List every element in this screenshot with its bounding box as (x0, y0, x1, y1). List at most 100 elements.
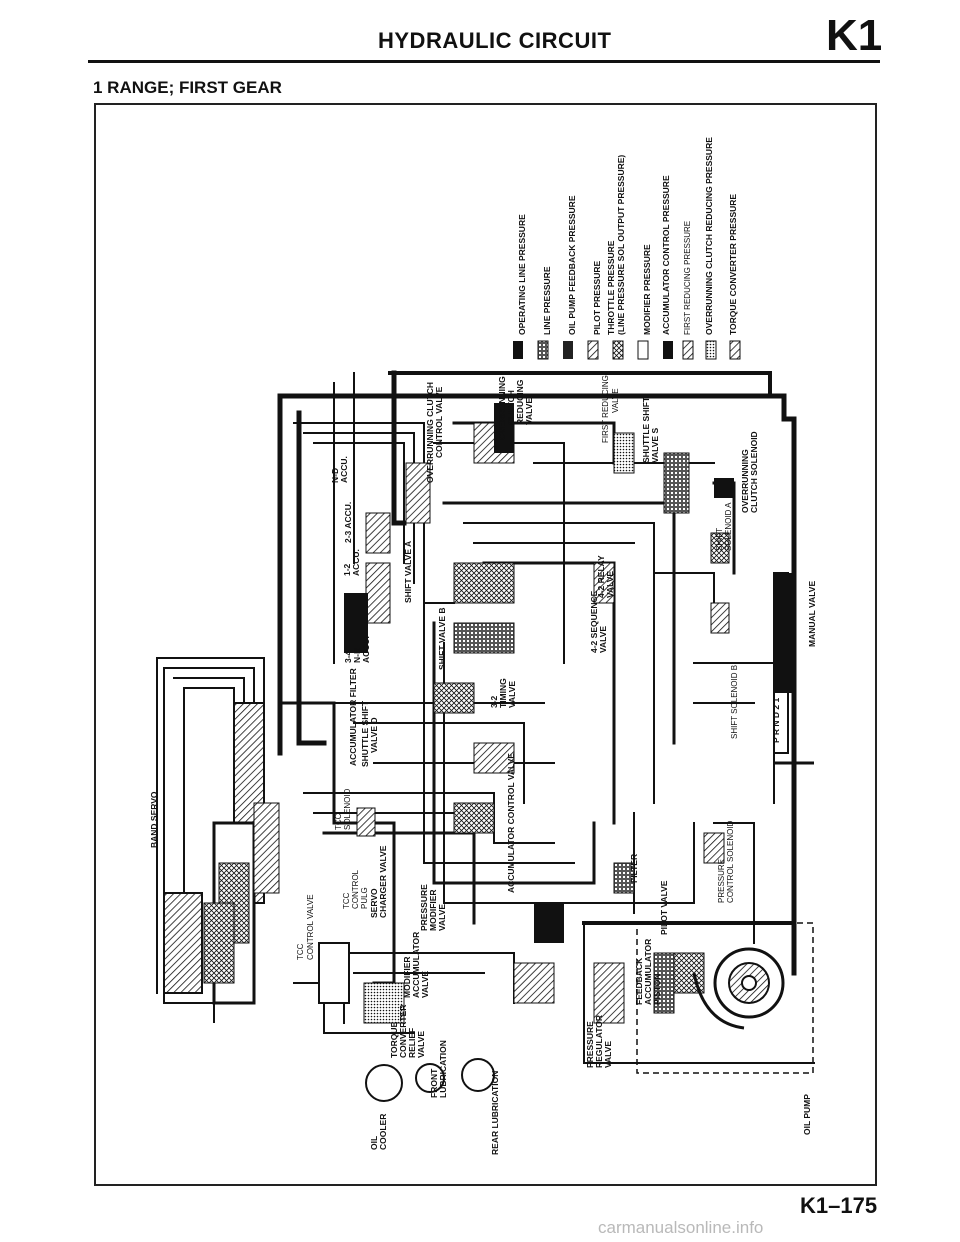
legend-swatch-oil-pump-feedback (563, 341, 573, 359)
label-tcc-control-plug-3: PULG (360, 887, 369, 909)
label-accu-12-2: ACCU. (351, 549, 361, 576)
legend-text-modifier: MODIFIER PRESSURE (642, 244, 652, 335)
label-pressure-regulator-2: REGULATOR (594, 1015, 604, 1068)
label-prnd: P R N D 2 1 (771, 698, 781, 743)
label-modifier-accumulator-2: ACCUMULATOR (411, 932, 421, 998)
legend-swatch-first-reducing (682, 340, 694, 360)
legend-swatch-operating-line (513, 341, 523, 359)
label-pilot-valve: PILOT VALVE (659, 880, 669, 935)
label-oc-control-2: CONTROL VALVE (434, 386, 444, 458)
label-manual-valve: MANUAL VALVE (807, 581, 817, 647)
label-shift-solenoid-a-2: SOLENOID A (724, 502, 733, 551)
label-shift-valve-b: SHIFT VALVE B (437, 608, 447, 671)
label-rear-lubrication: REAR LUBRICATION (490, 1071, 500, 1155)
label-filter: FILTER (629, 854, 639, 883)
legend: OPERATING LINE PRESSURE LINE PRESSURE OI… (513, 137, 741, 360)
legend-text-torque-converter: TORQUE CONVERTER PRESSURE (728, 194, 738, 335)
label-pressure-modifier-2: MODIFIER (428, 889, 438, 931)
label-accumulator-control-valve: ACCUMULATOR CONTROL VALVE (506, 753, 516, 893)
page-number: K1–175 (800, 1193, 878, 1218)
label-accu-34-2: N-R (352, 648, 362, 663)
label-accu-34-1: 3-4 (343, 650, 353, 663)
label-accumulator-filter: ACCUMULATOR FILTER (348, 668, 358, 766)
label-front-lubrication-2: LUBRICATION (438, 1040, 448, 1098)
lubrication-circles (163, 892, 495, 1102)
oil-pump-assembly (636, 922, 814, 1074)
label-oil-cooler-2: COOLER (378, 1114, 388, 1150)
oil-cooler-symbol (365, 1064, 403, 1102)
legend-swatch-modifier (637, 340, 649, 360)
watermark-text: carmanualsonline.info (598, 1218, 764, 1237)
header-rule (88, 60, 880, 63)
label-relay-42-2: VALVE (605, 571, 615, 598)
section-code: K1 (826, 11, 883, 60)
legend-swatch-torque-converter (729, 340, 741, 360)
legend-text-line: LINE PRESSURE (542, 266, 552, 335)
label-tc-relief-3: RELIEF (407, 1028, 417, 1058)
label-oil-pump: OIL PUMP (802, 1094, 812, 1135)
label-tcc-control-plug-1: TCC (342, 892, 351, 909)
torque-converter-body (203, 902, 235, 984)
label-servo-charger-2: CHARGER VALVE (378, 845, 388, 918)
label-front-lubrication-1: FRONT (429, 1068, 439, 1098)
label-oc-solenoid-2: CLUTCH SOLENOID (749, 431, 759, 513)
label-tc-relief-1: TORQUE (389, 1021, 399, 1058)
label-oc-reducing-4: VALVE (524, 398, 534, 425)
legend-text-throttle-note: (LINE PRESSURE SOL OUTPUT PRESSURE) (616, 155, 626, 335)
label-sequence-42-1: 4-2 SEQUENCE (589, 590, 599, 653)
label-tcc-control-valve-1: TCC (296, 943, 305, 960)
label-shift-solenoid-a-1: SHIFT (715, 528, 724, 551)
label-feedback-accumulator-3: PISTON (652, 974, 662, 1006)
label-timing-32-2: TIMING (498, 678, 508, 708)
label-pressure-modifier-3: VALVE (437, 904, 447, 931)
label-tc-relief-2: CONVERTER (398, 1005, 408, 1058)
label-oc-control-1: OVERRUNNING CLUTCH (425, 382, 435, 483)
label-shuttle-shift-d-2: VALVE D (369, 717, 379, 753)
page-header-title: HYDRAULIC CIRCUIT (378, 28, 612, 53)
label-modifier-accumulator-3: VALVE (420, 971, 430, 998)
label-accu-12-1: 1-2 (342, 563, 352, 576)
legend-text-operating-line: OPERATING LINE PRESSURE (517, 214, 527, 335)
legend-text-oil-pump-feedback: OIL PUMP FEEDBACK PRESSURE (567, 195, 577, 335)
label-first-reducing-2: VALVE (611, 388, 620, 413)
legend-swatch-line (537, 340, 549, 360)
band-servo-body (163, 892, 203, 994)
legend-swatch-throttle (612, 340, 624, 360)
legend-swatch-accumulator-control (663, 341, 673, 359)
label-feedback-accumulator-2: ACCUMULATOR (643, 939, 653, 1005)
label-oc-solenoid-1: OVERRUNNING (740, 449, 750, 513)
label-accu-nd-2: ACCU. (339, 456, 349, 483)
label-pressure-control-sol-1: PRESSURE (717, 859, 726, 903)
legend-text-overrunning-clutch-reducing: OVERRUNNING CLUTCH REDUCING PRESSURE (704, 137, 714, 335)
legend-text-pilot: PILOT PRESSURE (592, 261, 602, 335)
label-tcc-control-valve-2: CONTROL VALVE (306, 894, 315, 960)
legend-text-accumulator-control: ACCUMULATOR CONTROL PRESSURE (661, 175, 671, 335)
label-relay-42-1: 4-2 RELAY (596, 555, 606, 598)
label-feedback-accumulator-1: FEEDBACK (634, 957, 644, 1005)
legend-swatch-pilot (587, 340, 599, 360)
label-accu-34-3: ACCU. (361, 636, 371, 663)
legend-text-throttle: THROTTLE PRESSURE (606, 240, 616, 335)
label-shuttle-shift-d-1: SHUTTLE SHIFT (360, 700, 370, 767)
label-oc-reducing-1: OVERRUNNING (497, 376, 507, 440)
label-accu-23: 2-3 ACCU. (343, 502, 353, 543)
label-pressure-regulator-3: VALVE (603, 1041, 613, 1068)
diagram-title: 1 RANGE; FIRST GEAR (93, 78, 282, 97)
label-timing-32-1: 3-2 (489, 695, 499, 708)
label-first-reducing-1: FIRST REDUCING (601, 375, 610, 443)
label-shift-valve-a: SHIFT VALVE A (403, 541, 413, 603)
component-labels: BAND SERVO TCC CONTROL VALVE TCC CONTROL… (149, 375, 817, 1155)
label-shuttle-shift-s-1: SHUTTLE SHIFT (641, 396, 651, 463)
label-oil-cooler-1: OIL (369, 1136, 379, 1150)
label-tcc-control-plug-2: CONTROL (351, 869, 360, 909)
label-tcc-solenoid-2: SOLENOID (343, 788, 352, 830)
label-tcc-solenoid-1: TCC (334, 813, 343, 830)
label-shift-solenoid-b: SHIFT SOLENOID B (730, 665, 739, 739)
label-modifier-accumulator-1: MODIFIER (402, 956, 412, 998)
manual-valve (773, 572, 814, 765)
label-timing-32-3: VALVE (507, 681, 517, 708)
label-pressure-regulator-1: PRESSURE (585, 1021, 595, 1068)
label-band-servo: BAND SERVO (149, 791, 159, 848)
label-accu-nd-1: N-D (330, 468, 340, 483)
rear-lubrication-symbol (461, 1058, 495, 1092)
